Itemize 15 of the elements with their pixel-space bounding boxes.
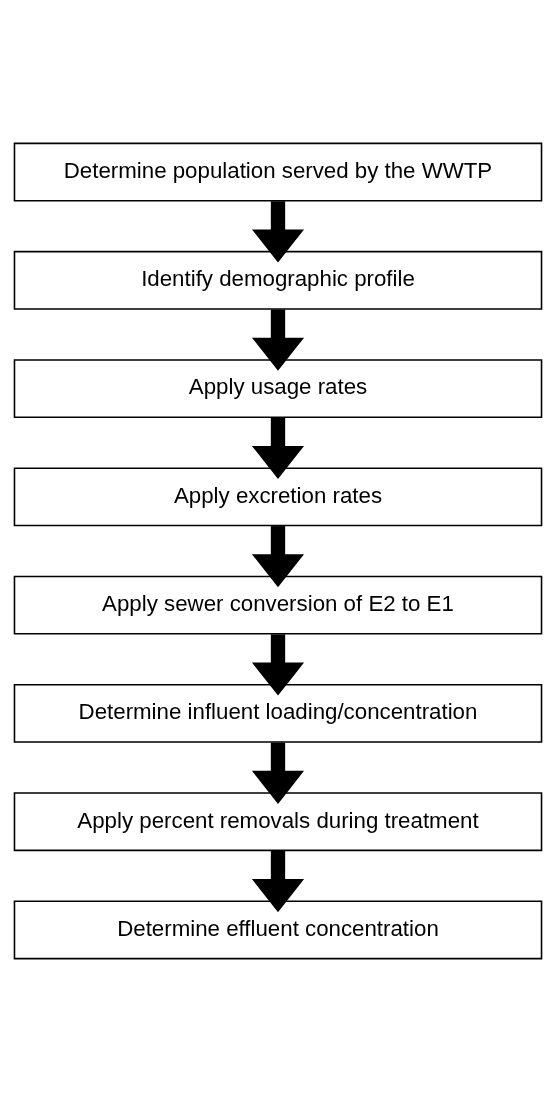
node-box: Determine population served by the WWTP (13, 142, 543, 201)
arrow (251, 633, 305, 696)
node-box: Identify demographic profile (13, 250, 543, 310)
arrow (251, 309, 305, 371)
arrow (251, 417, 305, 479)
arrow (251, 850, 305, 912)
node-box: Determine effluent concentration (13, 900, 543, 959)
node-box: Determine influent loading/concentration (13, 683, 543, 743)
node-box: Apply sewer conversion of E2 to E1 (13, 575, 543, 635)
node-box: Apply usage rates (13, 358, 543, 418)
arrow (251, 200, 305, 262)
arrow (251, 525, 305, 587)
node-box: Apply excretion rates (13, 466, 543, 526)
arrow (251, 742, 305, 804)
node-box: Apply percent removals during treatment (13, 791, 543, 851)
